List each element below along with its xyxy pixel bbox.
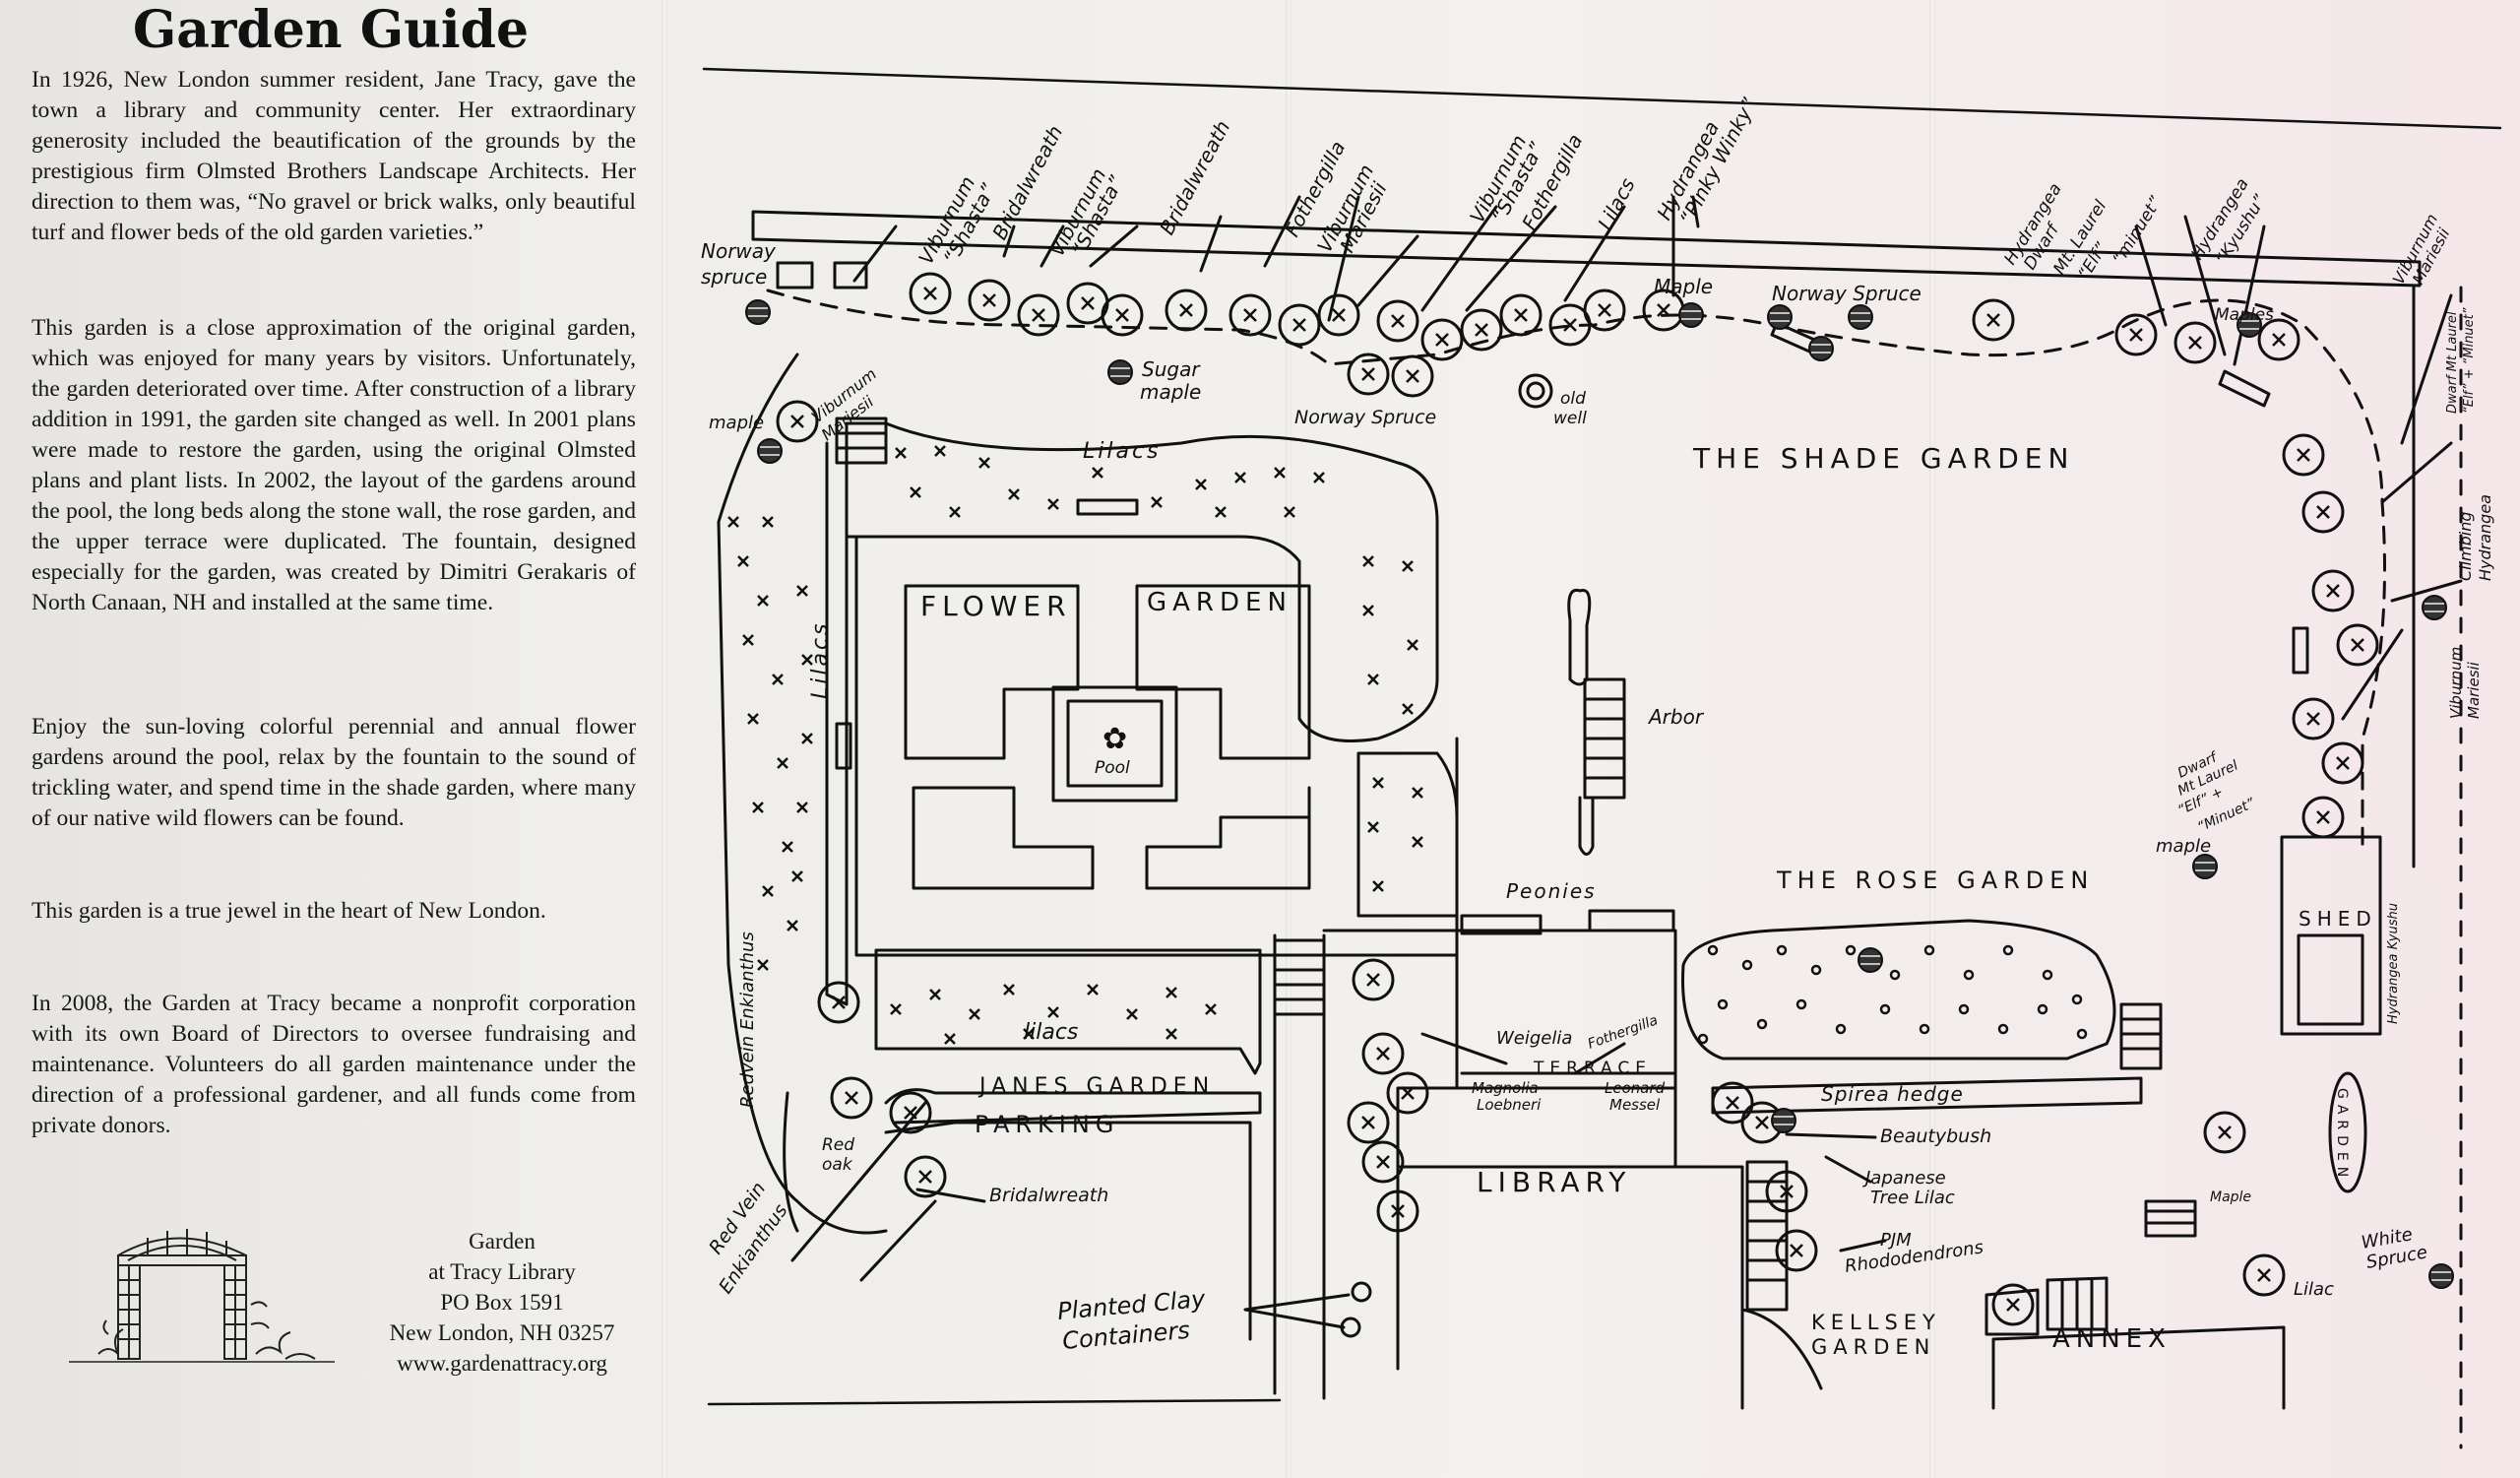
plant-label: oak [822,1155,853,1175]
plant-label: Rhododendrons [1844,1237,1984,1277]
annex-label: ANNEX [2052,1324,2172,1354]
plant-label: maple [2156,836,2211,857]
plant-label: maple [709,413,764,433]
jewel-paragraph: This garden is a true jewel in the heart… [32,898,546,924]
plant-label: Maple [2210,1189,2251,1205]
fold-crease [662,0,667,1478]
plant-label: “Elf” + “Minuet” [2462,307,2477,414]
plant-label: Norway [701,239,777,263]
kellsey-garden-label: GARDEN [1811,1335,1935,1359]
plant-label: Climbing [2456,511,2475,581]
plant-label: Messel [1609,1096,1661,1114]
plant-label: Norway Spruce [1772,282,1922,305]
library-label: LIBRARY [1477,1166,1631,1198]
janes-garden-label: JANES GARDEN [977,1074,1215,1099]
plant-label: Lilacs [1593,174,1639,234]
contact-city: New London, NH 03257 [389,1320,615,1345]
plant-label: Lilacs [1083,439,1162,464]
fold-crease [1286,0,1292,1478]
pool-label: Pool [1095,758,1130,778]
plant-label: Norway Spruce [1294,407,1436,428]
enjoy-paragraph: Enjoy the sun-loving colorful perennial … [32,714,636,831]
plant-label: Bridalwreath [987,121,1067,243]
plant-label: Fothergilla [1586,1012,1660,1053]
plant-label: Dwarf Mt Laurel [2445,311,2460,414]
contact-block: Garden at Tracy Library PO Box 1591 New … [354,1226,650,1379]
rose-garden-label: THE ROSE GARDEN [1776,867,2094,894]
garden-map: THE SHADE GARDEN FLOWER GARDEN THE ROSE … [689,30,2520,1478]
flower-label: FLOWER [920,590,1072,622]
contact-library: at Tracy Library [428,1259,576,1284]
plant-label: Bridalwreath [989,1185,1108,1206]
plant-label: Hydrangea [2476,494,2494,581]
plant-label: PJM [1880,1230,1912,1251]
plant-label: Lilac [2294,1279,2334,1300]
plant-label: Arbor [1647,705,1705,729]
rose-symbols [1697,944,2088,1045]
terrace-label: TERRACE [1533,1059,1652,1078]
plant-label: Weigelia [1496,1028,1572,1049]
garden-label: GARDEN [1147,588,1292,617]
plant-label: Bridalwreath [1155,116,1234,238]
history-paragraph: In 1926, New London summer resident, Jan… [32,67,636,245]
plant-label: Tree Lilac [1870,1188,1955,1208]
plant-label: Peonies [1506,879,1597,903]
plant-label: Magnolia [1472,1079,1539,1097]
parking-label: PARKING [975,1111,1119,1138]
guide-panel: Garden Guide In 1926, New London summer … [0,0,662,1478]
plant-label: “minuet” [2109,193,2166,269]
plant-label: Redvein Enkianthus [737,932,758,1108]
plant-label: spruce [701,265,767,289]
plant-label: Leonard [1605,1079,1666,1097]
plant-label: lilacs [1024,1020,1078,1045]
plant-label: Mariesii [2465,661,2483,719]
plant-label: Japanese [1862,1168,1946,1189]
fountain-icon: ✿ [1102,722,1127,756]
kellsey-label: KELLSEY [1811,1311,1941,1334]
guide-title: Garden Guide [132,0,530,60]
plant-label: Beautybush [1880,1125,1991,1147]
contact-org: Garden [469,1229,536,1253]
plant-label: Red [822,1135,854,1155]
plant-label: Lilacs [808,620,833,699]
plant-label: Spirea hedge [1821,1082,1964,1106]
shade-garden-label: THE SHADE GARDEN [1692,442,2074,475]
fold-crease [1929,0,1935,1478]
restoration-paragraph: This garden is a close approximation of … [32,315,636,615]
plant-label: well [1553,409,1587,428]
garden-map-drawing: THE SHADE GARDEN FLOWER GARDEN THE ROSE … [701,67,2502,1449]
plant-label: maple [1140,380,1201,404]
plant-label: Maples [2215,305,2274,325]
plant-label: Sugar [1142,357,1201,381]
plant-label: Viburnum [2447,647,2465,719]
plant-label: Maple [1654,275,1713,298]
garden-sign-label: GARDEN [2334,1088,2350,1183]
contact-website: www.gardenattracy.org [397,1351,607,1376]
contact-pobox: PO Box 1591 [440,1290,564,1315]
plant-label: old [1560,389,1586,409]
arbor-logo-icon [69,1229,335,1363]
shed-label: SHED [2299,907,2377,931]
nonprofit-paragraph: In 2008, the Garden at Tracy became a no… [32,991,636,1138]
plant-label: Hydrangea Kyushu [2386,903,2401,1024]
plant-label: Loebneri [1477,1096,1542,1114]
